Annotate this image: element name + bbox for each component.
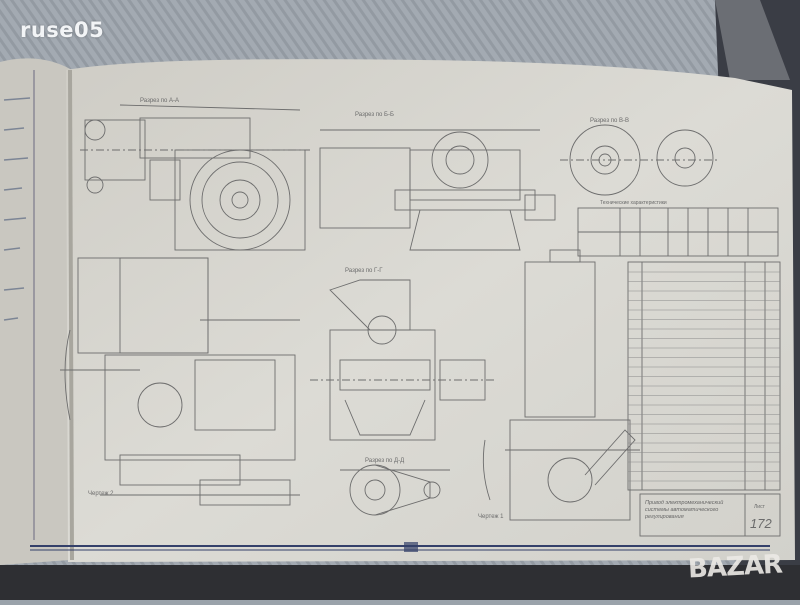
title-block-title: Привод электромеханический системы автом… [645,500,724,520]
view-label: Чертеж 1 [478,514,504,520]
view-label: Чертеж 2 [88,491,114,497]
drawing-view-1 [482,249,640,521]
parts-list-table [627,261,781,491]
section-label: Разрез по В-В [590,118,629,124]
sheet-number: 172 [750,516,772,531]
characteristics-table [577,207,779,257]
drawing-section-aa [80,104,310,251]
section-label: Разрез по Д-Д [365,458,404,464]
section-label: Разрез по Г-Г [345,268,383,274]
left-page [0,58,72,566]
drawing-section-bb [319,129,556,251]
drawing-section-gg [310,279,495,441]
right-page [66,59,795,562]
drawing-view-2 [60,257,300,506]
sheet-label: Лист [754,504,766,510]
table-title: Технические характеристики [600,200,667,206]
drawing-section-dd [340,464,450,516]
drawing-section-vv [560,124,720,196]
title-block [639,493,781,537]
section-label: Разрез по А-А [140,98,179,104]
section-label: Разрез по Б-Б [355,112,394,118]
book-edge [0,565,800,600]
site-logo-watermark: BAZAR [687,549,783,585]
seller-watermark: ruse05 [20,18,105,42]
